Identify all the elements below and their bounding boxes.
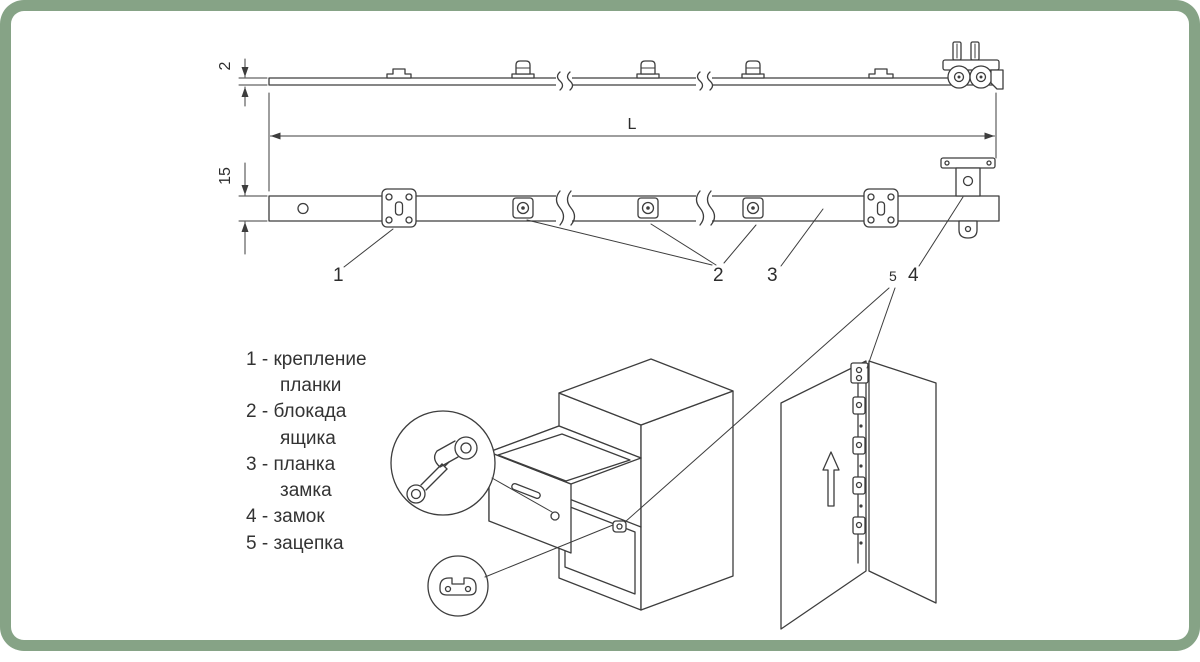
rail-tab [512, 61, 534, 78]
top-rail-drawing [269, 42, 1003, 90]
rail-clip [387, 69, 411, 78]
door-panel-drawing [781, 361, 936, 629]
svg-text:2: 2 [713, 265, 724, 286]
legend: 1 - крепление планки 2 - блокада ящика 3… [246, 347, 367, 557]
break-mark [556, 72, 573, 90]
rail-tab [742, 61, 764, 78]
blocking-latch [743, 198, 763, 218]
assembly-diagram: 2 L 15 [11, 11, 1200, 662]
rail-clip [869, 69, 893, 78]
legend-line: ящика [246, 426, 367, 452]
mounting-plate [864, 189, 898, 227]
svg-text:3: 3 [767, 265, 778, 286]
callout-5: 5 [889, 268, 897, 284]
blocking-latch [638, 198, 658, 218]
dimension-label-2: 2 [217, 61, 234, 70]
legend-line: 3 - планка [246, 452, 367, 478]
strip-lock [851, 363, 868, 383]
legend-line: 4 - замок [246, 504, 367, 530]
blocking-latch [513, 198, 533, 218]
mounting-plate [382, 189, 416, 227]
lock-bar-drawing [269, 158, 999, 238]
rail-tab [637, 61, 659, 78]
break-mark [696, 191, 715, 225]
legend-line: планки [246, 373, 367, 399]
callout-2: 2 [527, 220, 756, 286]
roller-lock-mechanism [943, 42, 1003, 89]
dimension-label-L: L [628, 116, 637, 133]
drawer-catch [613, 521, 626, 532]
thickness-dimension: 2 [217, 59, 267, 106]
legend-line: 2 - блокада [246, 399, 367, 425]
strip-latch [853, 437, 865, 454]
legend-line: замка [246, 478, 367, 504]
callout-1: 1 [333, 229, 393, 286]
strip-latch [853, 477, 865, 494]
svg-text:4: 4 [908, 265, 919, 286]
height-dimension: 15 [217, 163, 267, 254]
legend-line: 1 - крепление [246, 347, 367, 373]
strip-latch [853, 397, 865, 414]
dimension-label-15: 15 [217, 167, 234, 185]
svg-text:1: 1 [333, 265, 344, 286]
diagram-panel: 2 L 15 [11, 11, 1189, 640]
length-dimension: L [269, 93, 996, 191]
cabinet-isometric [489, 359, 733, 610]
legend-line: 5 - зацепка [246, 531, 367, 557]
strip-latch [853, 517, 865, 534]
break-mark [696, 72, 713, 90]
svg-text:5: 5 [889, 268, 897, 284]
break-mark [556, 191, 575, 225]
